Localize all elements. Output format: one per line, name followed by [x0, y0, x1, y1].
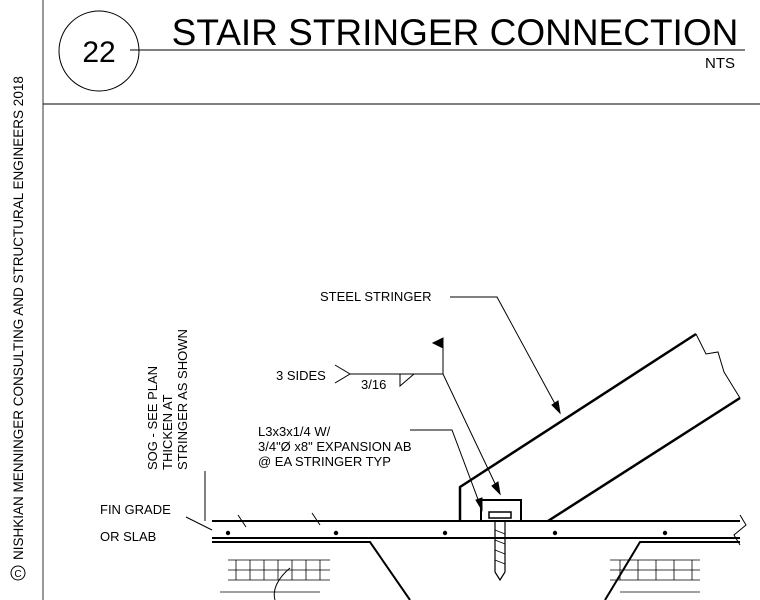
rebar-dot: [442, 530, 448, 536]
steel-stringer-leader: [450, 296, 561, 414]
rebar-dots: [225, 530, 668, 536]
anchor-nut: [488, 511, 512, 519]
sog-label-line2: THICKEN AT: [160, 394, 175, 470]
or-slab-label: OR SLAB: [100, 529, 156, 544]
slab-on-grade: [212, 512, 747, 600]
thickened-slab-edge: [212, 541, 740, 600]
rebar-dot: [552, 530, 558, 536]
rebar-dot: [225, 530, 231, 536]
copyright-circle-icon: [10, 565, 26, 581]
angle-leader: [410, 429, 483, 511]
copyright-block: C NISHKIAN MENNINGER CONSULTING AND STRU…: [10, 0, 44, 600]
leader-arrowhead: [491, 481, 501, 496]
angle-label-line3: @ EA STRINGER TYP: [258, 454, 391, 469]
fin-grade-leader: [185, 516, 213, 531]
rebar-dot: [333, 530, 339, 536]
copyright-symbol: C: [14, 569, 21, 580]
slab-break-mark: [733, 514, 747, 546]
expansion-anchor-bolt: [494, 521, 506, 582]
sog-thicken-leader: [273, 567, 291, 600]
weld-size-label: 3/16: [361, 377, 386, 392]
leaders: [185, 296, 561, 600]
angle-clip: [480, 499, 522, 582]
leader-arrowhead: [551, 400, 561, 415]
soil-hatch: [220, 559, 700, 593]
sog-label-line3: STRINGER AS SHOWN: [175, 329, 190, 470]
fin-grade-label: FIN GRADE: [100, 502, 171, 517]
stringer-break-mark: [695, 333, 741, 399]
angle-label-line2: 3/4"Ø x8" EXPANSION AB: [258, 439, 412, 454]
weld-sides-label: 3 SIDES: [276, 368, 326, 383]
detail-title: STAIR STRINGER CONNECTION: [172, 12, 739, 53]
steel-stringer-label: STEEL STRINGER: [320, 289, 431, 304]
field-weld-flag-icon: [431, 337, 444, 349]
fillet-weld-icon: [399, 373, 415, 388]
stringer-top-flange: [458, 332, 697, 521]
rebar-dot: [662, 530, 668, 536]
leader-arrowhead: [475, 497, 483, 512]
bolt-threads: [494, 529, 506, 565]
detail-number-bubble: [58, 10, 140, 92]
steel-stringer: [458, 332, 741, 523]
stringer-bottom-flange: [547, 396, 741, 523]
scale-note: NTS: [705, 55, 735, 72]
rebar-tick-marks: [237, 512, 321, 528]
copyright-text: NISHKIAN MENNINGER CONSULTING AND STRUCT…: [11, 76, 26, 560]
weld-tail-icon: [334, 364, 351, 384]
title-block: 22 STAIR STRINGER CONNECTION NTS: [43, 10, 760, 105]
detail-number: 22: [82, 36, 115, 69]
sog-label-line1: SOG - SEE PLAN: [145, 366, 160, 470]
angle-label-line1: L3x3x1/4 W/: [258, 424, 331, 439]
